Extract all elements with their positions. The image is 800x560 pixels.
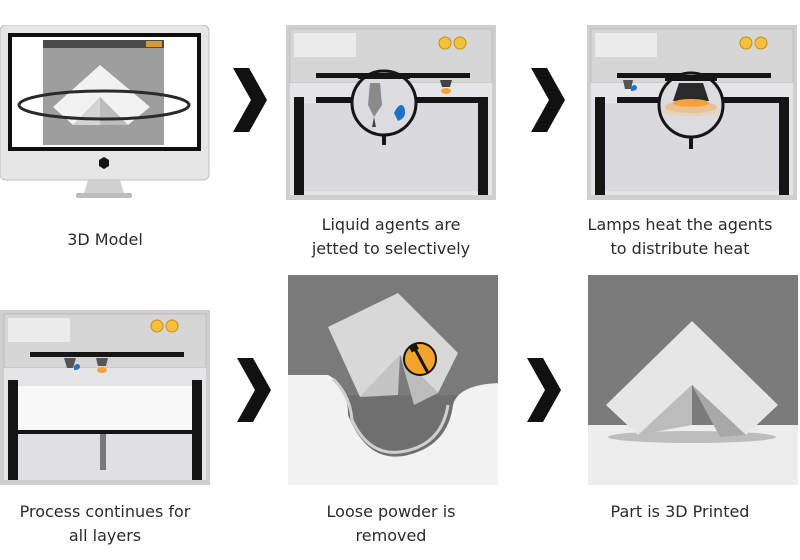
caption-line-1: Part is 3D Printed <box>610 502 750 521</box>
chevron-right-icon <box>233 68 267 132</box>
step-lamps-heat-panel <box>587 25 797 200</box>
caption-line-2: to distribute heat <box>610 239 750 258</box>
chevron-right-icon <box>531 68 565 132</box>
caption-line-1: Lamps heat the agents <box>587 215 773 234</box>
chevron-part-icon <box>588 275 798 485</box>
step-part-printed-panel <box>588 275 798 485</box>
step-caption-lamps-heat: Lamps heat the agents to distribute heat <box>560 213 800 261</box>
monitor-icon <box>0 25 210 198</box>
caption-line-2: all layers <box>68 526 142 545</box>
step-caption-part-printed: Part is 3D Printed <box>560 500 800 524</box>
caption-line-2: jetted to selectively <box>311 239 471 258</box>
step-powder-removed-panel <box>288 275 498 485</box>
chevron-right-icon <box>527 358 561 422</box>
caption-line-1: Process continues for <box>19 502 191 521</box>
caption-line-1: Loose powder is <box>326 502 456 521</box>
brush-icon <box>288 275 498 485</box>
caption-line-1: 3D Model <box>67 230 143 249</box>
step-caption-liquid-agents: Liquid agents are jetted to selectively <box>271 213 511 261</box>
printer-icon <box>0 310 210 485</box>
caption-line-1: Liquid agents are <box>321 215 461 234</box>
step-caption-3d-model: 3D Model <box>0 228 225 252</box>
step-3d-model-panel <box>0 25 210 200</box>
step-caption-process-continues: Process continues for all layers <box>0 500 225 548</box>
printer-icon <box>286 25 496 200</box>
chevron-right-icon <box>237 358 271 422</box>
lamp-icon <box>587 25 797 200</box>
step-process-continues-panel <box>0 310 210 485</box>
step-caption-powder-removed: Loose powder is removed <box>271 500 511 548</box>
step-liquid-agents-panel <box>286 25 496 200</box>
caption-line-2: removed <box>355 526 427 545</box>
